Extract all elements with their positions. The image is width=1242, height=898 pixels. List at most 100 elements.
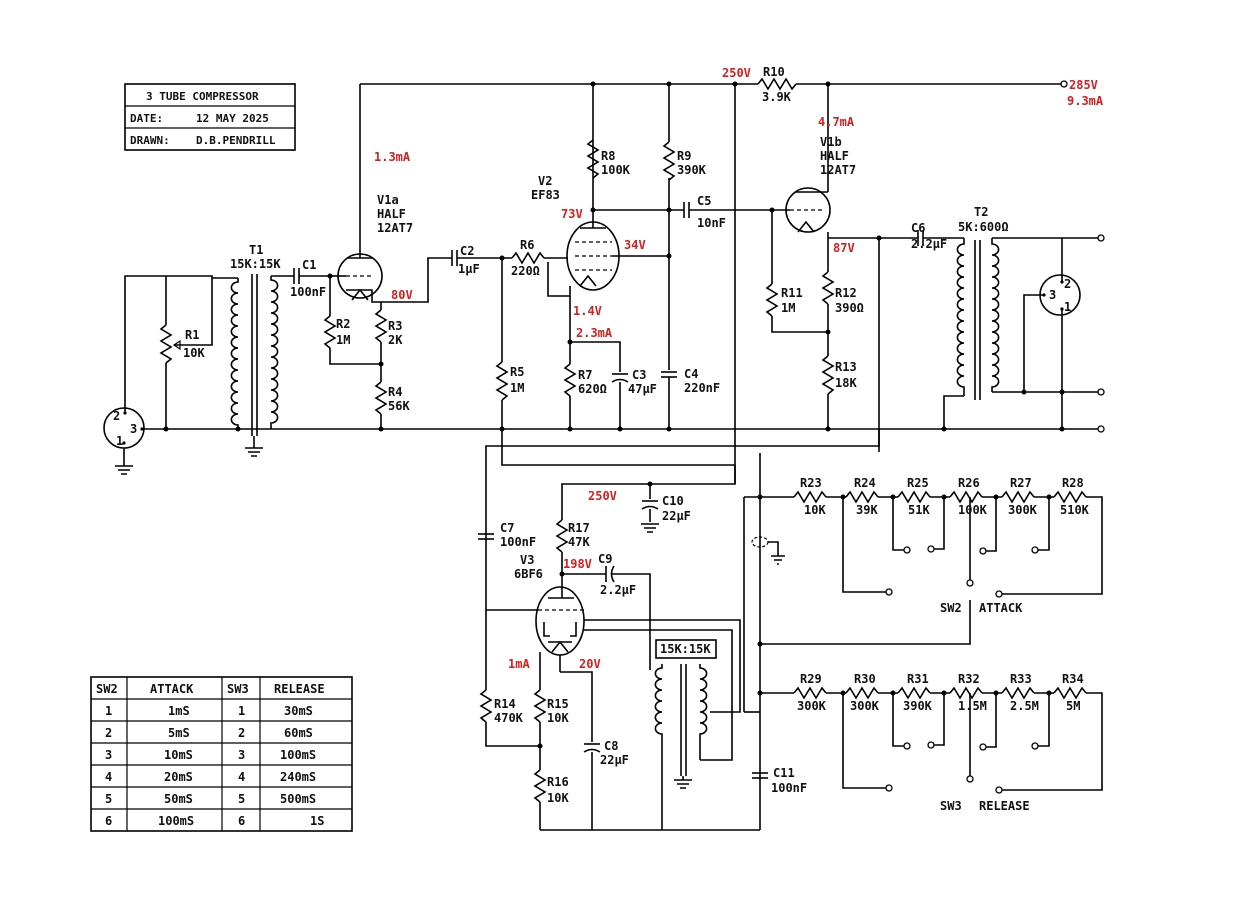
c1-label: C1 [302,258,316,272]
table-cell: 3 [238,748,245,762]
attack-ladder: R23 10K R24 39K R25 51K R26 100K R27 300… [743,476,1103,712]
c10-ground-icon [641,523,659,533]
v1b-type: 12AT7 [820,163,856,177]
v3-plate-voltage: 198V [563,557,592,571]
r28-value: 510K [1060,503,1090,517]
title-block-date-label: DATE: [130,112,163,125]
r16-label: R16 [547,775,569,789]
v1b-triode: V1b HALF 12AT7 4.7mA 87V [785,84,918,272]
v1a-triode: V1a HALF 12AT7 1.3mA 80V [330,84,413,302]
c7-value: 100nF [500,535,536,549]
t3-sidechain-transformer: 15K:15K [649,620,733,830]
r10-label: R10 [763,65,785,79]
r32-label: R32 [958,672,980,686]
sw2-label: SW2 [940,601,962,615]
r10-value: 3.9K [762,90,792,104]
output-pin-1: 1 [1064,300,1071,314]
ground-rail [142,425,1105,433]
r26-value: 100K [958,503,988,517]
c1-capacitor: C1 100nF [271,258,333,299]
v2-pentode: V2 EF83 73V 34V 1.4V 2.3mA [531,84,669,340]
r5-label: R5 [510,365,524,379]
c6-label: C6 [911,221,925,235]
title-block-title: 3 TUBE COMPRESSOR [146,90,259,103]
v1a-label: V1a [377,193,399,207]
c2-label: C2 [460,244,474,258]
v3-current: 1mA [508,657,530,671]
c4-label: C4 [684,367,698,381]
t1-ground-icon [245,447,263,457]
r33-label: R33 [1010,672,1032,686]
c7-capacitor: C7 100nF [478,521,536,549]
r1-value: 10K [183,346,205,360]
v2-grid-network: R5 1M R6 220Ω [495,238,568,429]
table-cell: 4 [105,770,112,784]
c6-capacitor: C6 2.2µF [911,221,964,251]
r7-value: 620Ω [578,382,607,396]
table-cell: 1 [105,704,112,718]
table-cell: 500mS [280,792,316,806]
r16-value: 10K [547,791,569,805]
r23-label: R23 [800,476,822,490]
input-xlr-connector: 2 3 1 [103,275,213,475]
r31-label: R31 [907,672,929,686]
table-cell: 50mS [164,792,193,806]
table-cell: 1S [310,814,324,828]
t1-label: T1 [249,243,263,257]
v2-type: EF83 [531,188,560,202]
input-pin-2: 2 [113,409,120,423]
v2-cathode-network: R7 620Ω C3 47µF [563,296,657,429]
t2-output-transformer: T2 5K:600Ω [943,205,1105,429]
r3-label: R3 [388,319,402,333]
c11-label: C11 [773,766,795,780]
v1b-cathode-voltage: 87V [833,241,855,255]
table-cell: 5 [238,792,245,806]
r17-label: R17 [568,521,590,535]
r13-label: R13 [835,360,857,374]
r7-label: R7 [578,368,592,382]
output-pin-2: 2 [1064,277,1071,291]
input-ground-icon [115,465,133,475]
v3-type: 6BF6 [514,567,543,581]
t2-label: T2 [974,205,988,219]
input-pin-3: 3 [130,422,137,436]
table-cell: 240mS [280,770,316,784]
r31-value: 390K [903,699,933,713]
b-plus-terminal [1060,80,1068,88]
c11-capacitor: C11 100nF [752,766,807,795]
c8-label: C8 [604,739,618,753]
sw2-function: ATTACK [979,601,1023,615]
v3-dual-diode-triode: V3 6BF6 1mA 20V [486,553,741,713]
r34-label: R34 [1062,672,1084,686]
supply-current: 9.3mA [1067,94,1104,108]
t3-ground-icon [674,779,692,789]
table-cell: 3 [105,748,112,762]
r15-label: R15 [547,697,569,711]
t2-ratio: 5K:600Ω [958,220,1009,234]
sw3-function: RELEASE [979,799,1030,813]
switch-position-table: SW2 ATTACK SW3 RELEASE 1 1mS 1 30mS 2 5m… [90,676,353,832]
r9-value: 390K [677,163,707,177]
r11-value: 1M [781,301,795,315]
r34-value: 5M [1066,699,1080,713]
r14-label: R14 [494,697,516,711]
c8-value: 22µF [600,753,629,767]
table-cell: 100mS [158,814,194,828]
b-plus-voltage-250: 250V [722,66,751,80]
v1a-cathode-network: R2 1M R3 2K R4 56K [323,257,452,429]
c3-value: 47µF [628,382,657,396]
chassis-ground [751,536,785,565]
table-cell: 20mS [164,770,193,784]
c10-value: 22µF [662,509,691,523]
c5-label: C5 [697,194,711,208]
c6-value: 2.2µF [911,237,947,251]
supply-voltage: 285V [1069,78,1098,92]
r14-value: 470K [494,711,524,725]
v2-current: 2.3mA [576,326,613,340]
c2-value: 1µF [458,262,480,276]
c5-capacitor: C5 10nF [683,194,790,230]
v3-cathode-network: R14 470K R15 10K R16 10K C8 22µF [479,610,760,831]
r2-value: 1M [336,333,350,347]
v2-plate-voltage: 73V [561,207,583,221]
title-block-date-value: 12 MAY 2025 [196,112,269,125]
